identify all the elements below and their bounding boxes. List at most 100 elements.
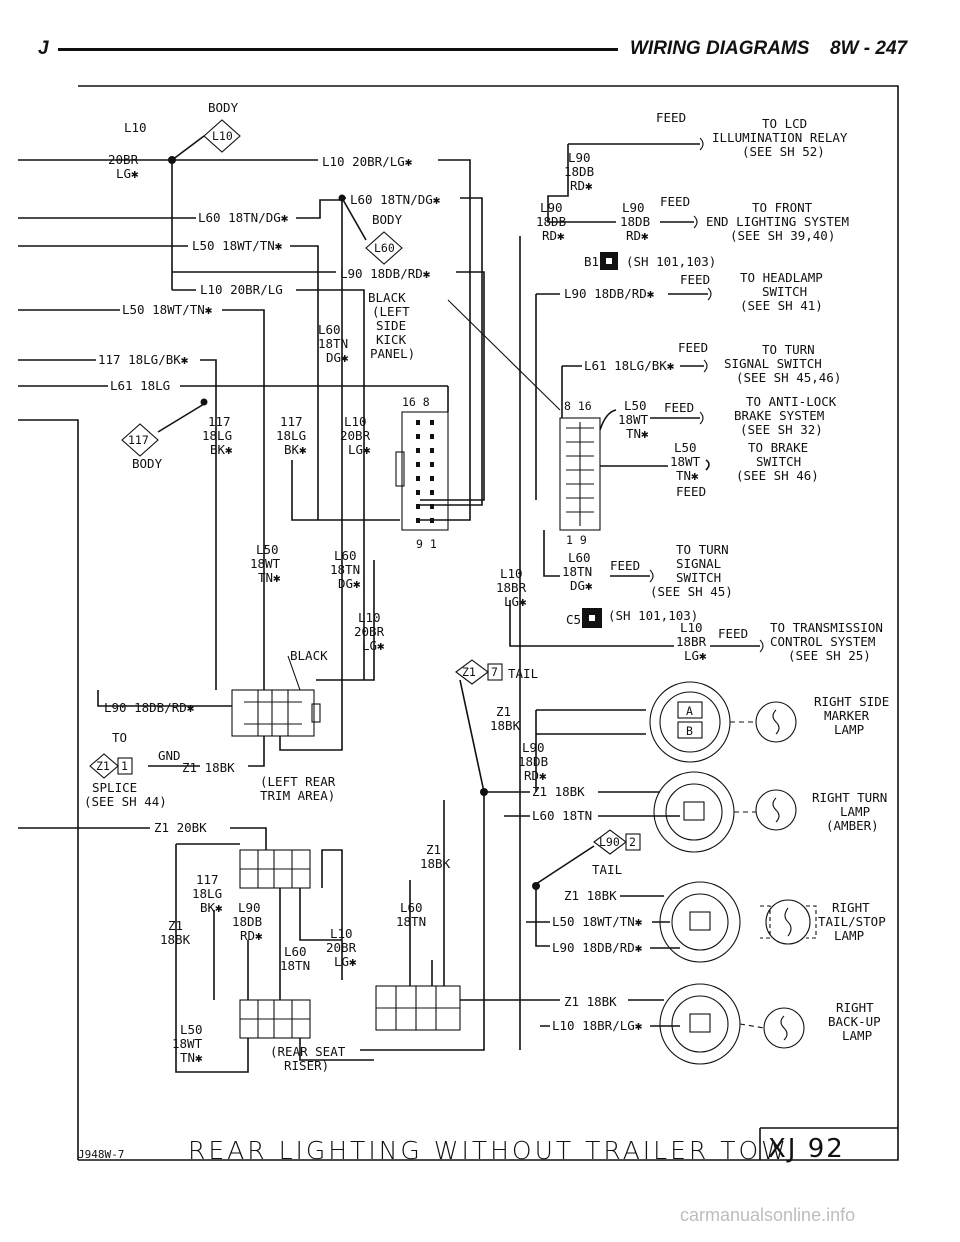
right-turn-lamp [653,771,797,853]
l60-diamond-label: L60 [374,241,395,255]
l10-e: 18BR [676,634,707,649]
l10-v-a: L10 [344,414,367,429]
w117-d: 117 [280,414,303,429]
wire-left-edge [18,419,79,1160]
turn-lamp-label-b: LAMP [840,804,870,819]
wire-z1-tail [360,679,485,1051]
to-front-c: (SEE SH 39,40) [730,228,835,243]
l90-a: L90 [568,150,591,165]
watermark: carmanualsonline.info [680,1205,856,1225]
rl50-a: L50 [180,1022,203,1037]
wire-l90-18db-rd-b: L90 18DB/RD✱ [104,700,195,715]
feed-1: FEED [656,110,686,125]
wire-z1-18bk-a: Z1 18BK [532,784,585,799]
l90-j: L90 [522,740,545,755]
black-2-leader [287,655,301,691]
l50-d: L50 [674,440,697,455]
wire-to-l60-diamond [341,197,367,241]
to-trans-c: (SEE SH 25) [788,648,871,663]
117-connector-diamond [121,423,159,457]
marker-lamp-label-b: MARKER [824,708,870,723]
feed-8: FEED [718,626,748,641]
wire-l90-18db-rd: L90 18DB/RD✱ [340,266,431,281]
l60-c: DG✱ [570,578,593,593]
backup-lamp-label-a: RIGHT [836,1000,874,1015]
to-abs-a: TO ANTI-LOCK [746,394,837,409]
l90-diamond-label: L90 [599,835,620,849]
left-rear-trim-connector [231,689,315,737]
feed-5: FEED [664,400,694,415]
wires-into-trim-connector [215,580,343,751]
wire-z1-20bk: Z1 20BK [154,820,207,835]
wire-z1-marker [535,709,646,792]
wire-l90-18db-rd-right: L90 18DB/RD✱ [564,286,655,301]
wire-z1-18bk-c: Z1 18BK [564,994,617,1009]
connector-pins-left [416,420,434,523]
feed-2: FEED [660,194,690,209]
see-sh-44-label: (SEE SH 44) [84,794,167,809]
rear-seat-label-b: RISER) [284,1058,329,1073]
svg-text:B: B [686,724,693,738]
wire-z1-18bk-b: Z1 18BK [564,888,617,903]
wire-l90-diamond [535,845,595,885]
kick-panel-connector [401,411,449,531]
wire-l10-trans [509,600,760,647]
body-top-label: BODY [208,100,239,115]
turn-signal-connector [559,417,601,531]
tail-label-1: TAIL [508,666,538,681]
right-tail-stop-lamp [659,881,817,963]
to-headlamp-a: TO HEADLAMP [740,270,823,285]
tail-lamp-connector-wires [409,800,445,986]
header-section-title: WIRING DIAGRAMS [630,38,810,59]
kick-panel-leader [447,299,561,411]
backup-lamp-label-b: BACK-UP [828,1014,881,1029]
header-letter: J [38,38,49,59]
l90-b: 18DB [564,164,594,179]
l10-d: L10 [680,620,703,635]
right-back-up-lamp [659,983,805,1065]
l50-a: L50 [624,398,647,413]
rl90-c: RD✱ [240,928,263,943]
left-rear-trim-label-b: TRIM AREA) [260,788,335,803]
z1-tail-label: Z1 [462,665,476,679]
l90-e: 18DB [536,214,566,229]
rear-seat-connector-bottom-cavities [240,1000,310,1038]
z1-splice-label: Z1 [96,759,110,773]
to-turn2-d: (SEE SH 45) [650,584,733,599]
to-brake-c: (SEE SH 46) [736,468,819,483]
feed-6: FEED [676,484,706,499]
c5-label: C5 [566,612,581,627]
wire-l90-run [172,271,485,501]
wire-l61-18lg: L61 18LG [110,378,170,393]
wire-l10-run [420,159,471,521]
wire-to-117-diamond [157,403,205,433]
l10-v2-b: 20BR [354,624,385,639]
z1-splice-num: 1 [121,759,128,773]
footer-title: REAR LIGHTING WITHOUT TRAILER TOW [188,1136,789,1165]
w117-b: 18LG [202,428,232,443]
z1-a: Z1 [496,704,511,719]
wire-backup [460,999,680,1027]
rl60-a: L60 [284,944,307,959]
wire-l60-v-label-b: 18TN [318,336,348,351]
to-front-a: TO FRONT [752,200,813,215]
w117-e: 18LG [276,428,306,443]
to-front-b: END LIGHTING SYSTEM [706,214,849,229]
l50-v-b: 18WT [250,556,281,571]
w117-f: BK✱ [284,442,307,457]
wire-z1-to-trim [248,736,265,767]
wire-l90-headlamp [535,293,708,500]
left-rear-trim-cavities [244,690,302,736]
diagram-frame [78,85,899,1161]
wire-117-run [200,359,217,640]
turn-lamp-label-a: RIGHT TURN [812,790,887,805]
wire-l60-v-label-c: DG✱ [326,350,349,365]
l50-c: TN✱ [626,426,649,441]
wire-l50-18wt-tn: L50 18WT/TN✱ [552,914,643,929]
to-headlamp-c: (SEE SH 41) [740,298,823,313]
l90-k: 18DB [518,754,548,769]
d117-label: 117 [128,433,149,447]
l90-i: RD✱ [626,228,649,243]
tail-lamp-label-c: LAMP [834,928,864,943]
